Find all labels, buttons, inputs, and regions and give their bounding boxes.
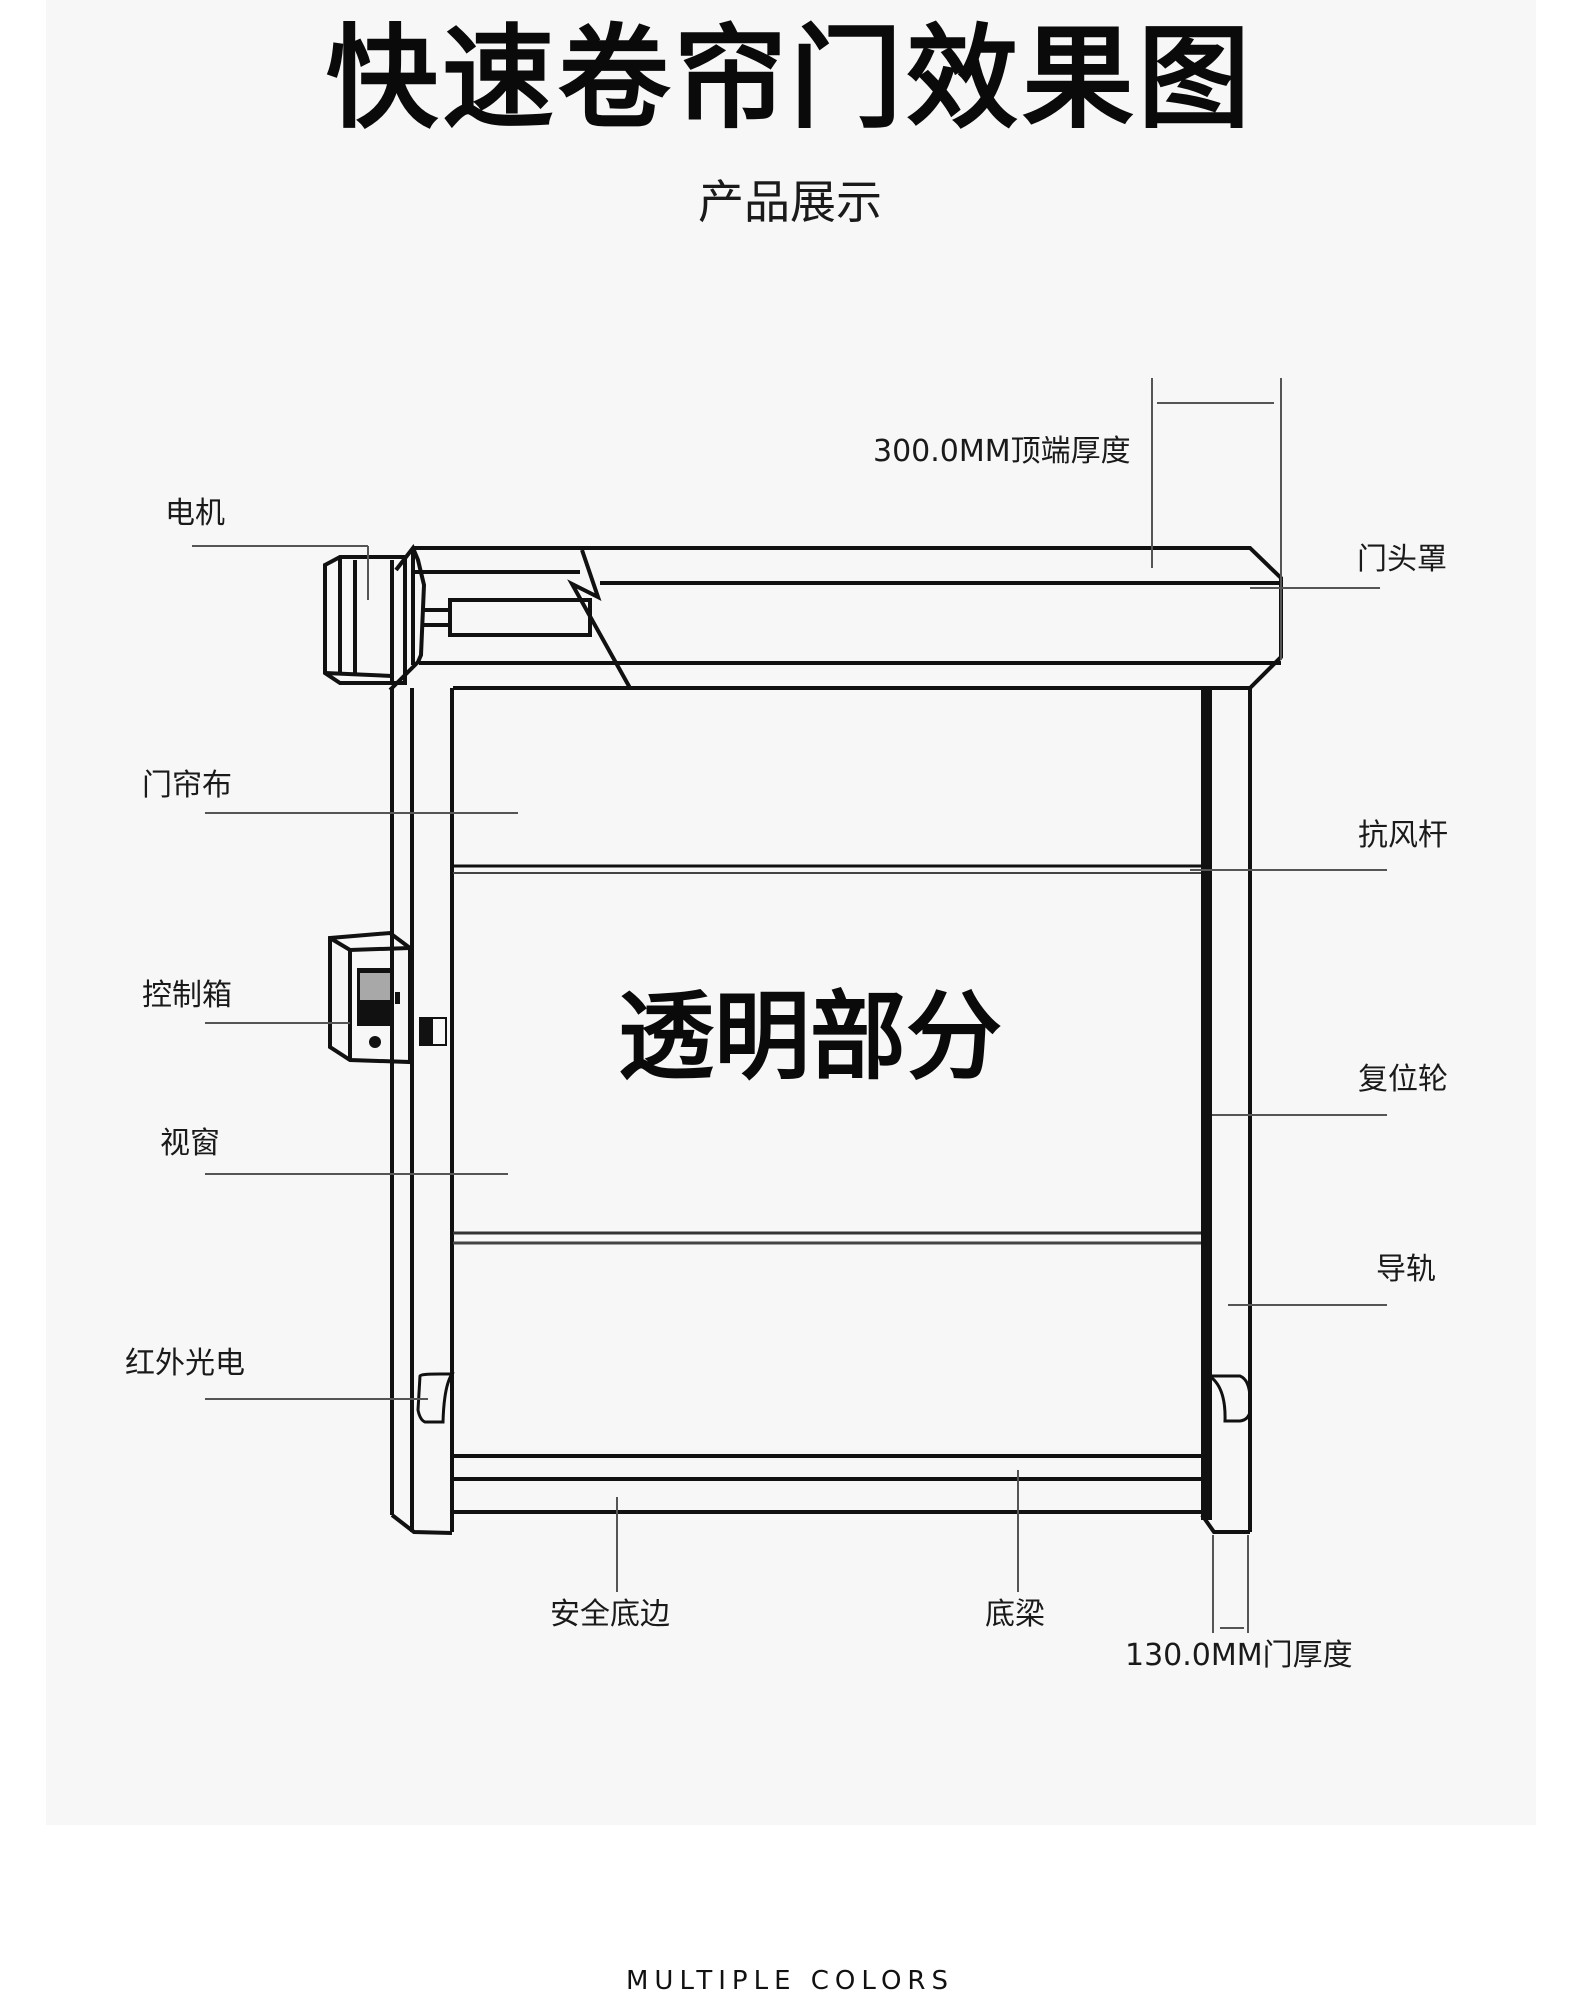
curtain bbox=[453, 686, 1202, 1514]
label-control-box: 控制箱 bbox=[142, 978, 232, 1013]
photocell-left bbox=[416, 1372, 455, 1424]
transparent-section-label: 透明部分 bbox=[618, 981, 1002, 1093]
label-guide-rail: 导轨 bbox=[1376, 1252, 1436, 1287]
control-box bbox=[328, 930, 447, 1065]
diagram-panel bbox=[46, 0, 1536, 1825]
label-window: 视窗 bbox=[160, 1126, 220, 1161]
page-title: 快速卷帘门效果图 bbox=[326, 14, 1254, 144]
footer-heading: MULTIPLE COLORS bbox=[626, 1966, 954, 1996]
motor bbox=[323, 555, 592, 685]
label-top-thickness: 300.0MM顶端厚度 bbox=[873, 434, 1131, 469]
head-cover bbox=[388, 544, 1283, 692]
label-wind-bar: 抗风杆 bbox=[1358, 818, 1448, 853]
label-bottom-beam: 底梁 bbox=[985, 1597, 1045, 1632]
leader-lines bbox=[192, 378, 1387, 1633]
label-photocell: 红外光电 bbox=[125, 1346, 245, 1381]
label-reset-wheel: 复位轮 bbox=[1358, 1062, 1448, 1097]
label-door-thickness: 130.0MM门厚度 bbox=[1125, 1638, 1353, 1673]
page-subtitle: 产品展示 bbox=[698, 175, 882, 229]
photocell-right bbox=[1210, 1374, 1252, 1423]
label-head-cover: 门头罩 bbox=[1357, 542, 1447, 577]
label-motor: 电机 bbox=[165, 496, 225, 531]
label-curtain: 门帘布 bbox=[142, 768, 232, 803]
left-guide-frame bbox=[390, 688, 454, 1535]
label-safety-edge: 安全底边 bbox=[550, 1597, 670, 1632]
